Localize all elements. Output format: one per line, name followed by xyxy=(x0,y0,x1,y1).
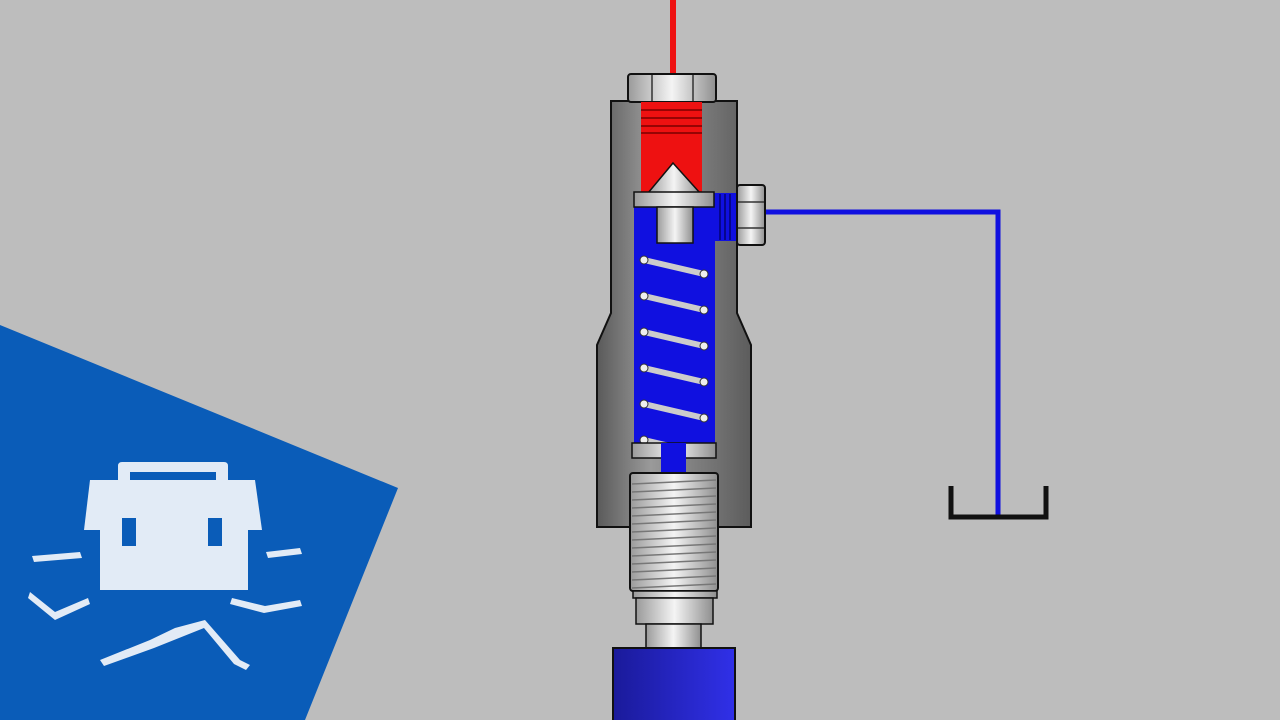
pressure-line xyxy=(670,0,676,76)
screw-thread xyxy=(631,511,717,517)
screw-thread xyxy=(631,479,717,485)
spring-wire-section xyxy=(639,399,649,409)
screw-thread xyxy=(631,543,717,549)
pressure-inlet xyxy=(641,102,702,194)
spring-wire-section xyxy=(639,255,649,265)
spring-coil xyxy=(641,365,707,385)
spring-wire-section xyxy=(639,327,649,337)
screw-thread xyxy=(631,551,717,557)
spring-coil xyxy=(641,293,707,313)
spring-wire-section xyxy=(699,305,709,315)
actuator-block xyxy=(612,647,736,720)
spring-coil xyxy=(641,401,707,421)
screw-thread xyxy=(631,487,717,493)
drain-nut xyxy=(736,184,766,246)
spring-wire-section xyxy=(639,363,649,373)
spring-wire-section xyxy=(699,269,709,279)
spring-wire-section xyxy=(639,291,649,301)
return-line xyxy=(765,209,1001,516)
screw-thread xyxy=(631,527,717,533)
tank-icon xyxy=(948,486,1049,520)
screw-thread xyxy=(631,503,717,509)
spring-wire-section xyxy=(699,341,709,351)
screw-thread xyxy=(631,567,717,573)
spring-coil xyxy=(641,329,707,349)
screw-thread xyxy=(631,559,717,565)
screw-thread xyxy=(631,583,717,589)
screw-thread xyxy=(631,519,717,525)
spring-wire-section xyxy=(699,377,709,387)
screw-thread xyxy=(631,535,717,541)
poppet-disc xyxy=(633,191,715,208)
top-nut xyxy=(627,73,717,103)
adjusting-screw xyxy=(629,442,719,650)
spring-coil xyxy=(641,257,707,277)
spring-wire-section xyxy=(699,413,709,423)
toolbox-logo-icon xyxy=(28,462,302,670)
screw-thread xyxy=(631,575,717,581)
poppet-stem xyxy=(656,206,694,244)
screw-thread xyxy=(631,495,717,501)
